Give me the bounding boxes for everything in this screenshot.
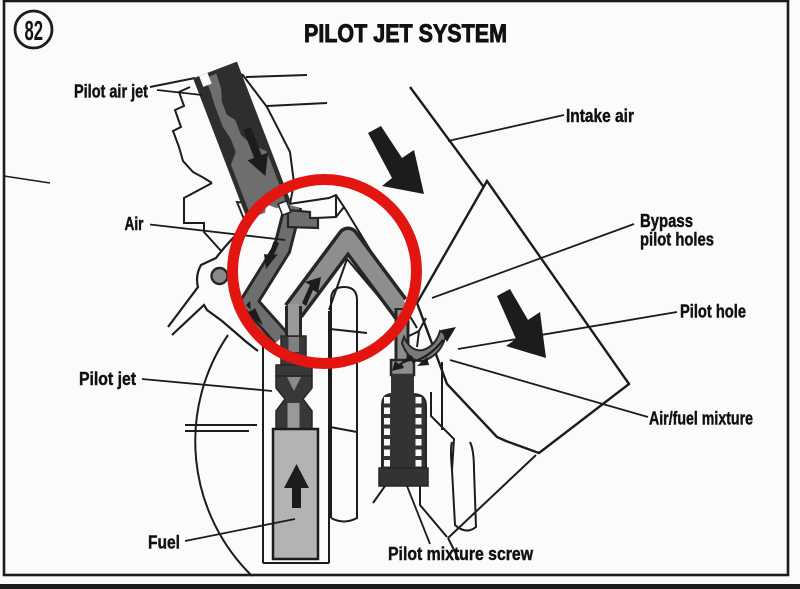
svg-text:Intake air: Intake air	[566, 106, 634, 126]
svg-text:Pilot air jet: Pilot air jet	[74, 82, 148, 102]
svg-text:Pilot jet: Pilot jet	[79, 369, 136, 389]
svg-text:Air/fuel mixture: Air/fuel mixture	[649, 409, 753, 429]
svg-text:Air: Air	[125, 214, 144, 234]
svg-text:Pilot hole: Pilot hole	[680, 302, 746, 322]
svg-text:Fuel: Fuel	[148, 533, 180, 553]
svg-text:PILOT JET SYSTEM: PILOT JET SYSTEM	[304, 20, 507, 48]
svg-text:Pilot mixture screw: Pilot mixture screw	[388, 544, 534, 564]
svg-text:Bypass: Bypass	[640, 211, 693, 231]
svg-text:pilot holes: pilot holes	[640, 230, 714, 250]
svg-text:82: 82	[25, 15, 44, 46]
